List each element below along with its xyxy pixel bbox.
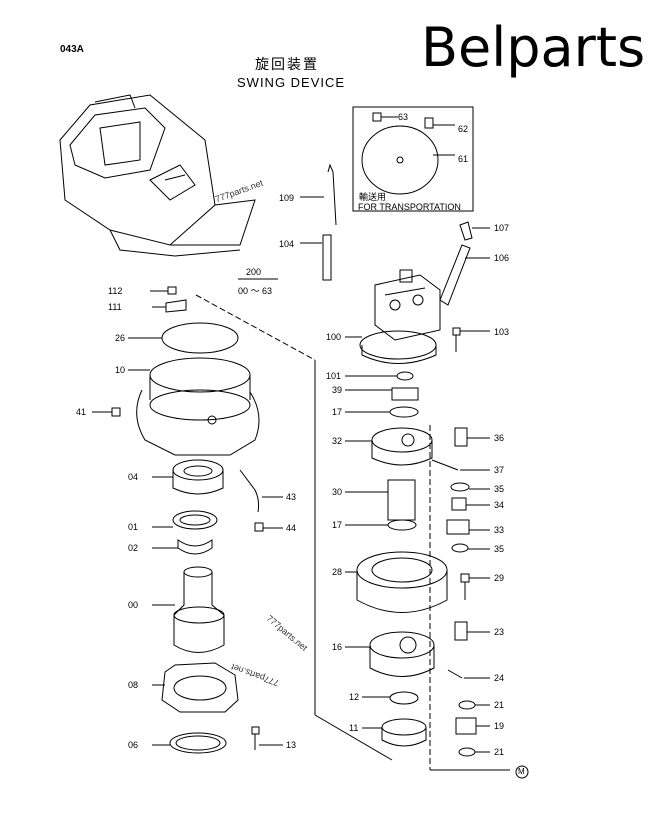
label-28: 28	[332, 567, 343, 577]
gear-33	[446, 519, 470, 535]
group-number: 200	[246, 267, 262, 277]
label-111: 111	[108, 302, 122, 312]
label-112: 112	[108, 286, 123, 296]
carrier-32	[371, 427, 433, 466]
brand-logo-text: Belparts	[421, 16, 646, 79]
seal-06	[169, 732, 227, 754]
label-00: 00	[128, 600, 139, 610]
label-21-b: 21	[494, 747, 505, 757]
label-24: 24	[494, 673, 505, 683]
label-104: 104	[279, 239, 295, 249]
label-109: 109	[279, 193, 295, 203]
motor-assembly	[359, 269, 441, 364]
housing-10	[136, 357, 260, 456]
label-04: 04	[128, 472, 139, 482]
label-26: 26	[115, 333, 126, 343]
label-12: 12	[349, 692, 360, 702]
gear-19	[455, 717, 477, 735]
label-44: 44	[286, 523, 297, 533]
label-35-a: 35	[494, 484, 505, 494]
label-36: 36	[494, 433, 505, 443]
label-63: 63	[398, 112, 409, 122]
label-23: 23	[494, 627, 505, 637]
title-japanese: 旋回装置	[255, 57, 319, 73]
label-02: 02	[128, 543, 139, 553]
bearing-04	[172, 459, 224, 481]
title-english: SWING DEVICE	[237, 75, 346, 90]
label-13: 13	[286, 740, 297, 750]
label-103: 103	[494, 327, 510, 337]
washer-17a	[389, 406, 419, 418]
page-id: 043A	[60, 44, 84, 55]
o-ring-26	[161, 322, 239, 354]
label-10: 10	[115, 365, 126, 375]
label-17-a: 17	[332, 407, 343, 417]
label-11: 11	[349, 723, 359, 733]
label-08: 08	[128, 680, 139, 690]
transport-box	[352, 106, 474, 212]
transport-plate	[361, 125, 439, 195]
pipe-43	[239, 469, 260, 513]
collar-02	[177, 539, 213, 555]
plug-107	[459, 221, 473, 241]
label-06: 06	[128, 740, 139, 750]
shaft-00	[173, 566, 225, 653]
excavator-illustration	[59, 94, 256, 257]
label-35-b: 35	[494, 544, 505, 554]
label-33: 33	[494, 525, 505, 535]
label-62: 62	[458, 124, 469, 134]
dipstick	[327, 163, 337, 226]
label-43: 43	[286, 492, 297, 502]
label-16: 16	[332, 642, 343, 652]
snap-ring-12	[389, 691, 419, 705]
transport-note-en: FOR TRANSPORTATION	[358, 202, 461, 212]
label-100: 100	[326, 332, 342, 342]
pin-36	[454, 427, 468, 447]
bearing-11	[381, 718, 427, 736]
label-30: 30	[332, 487, 343, 497]
gear-39	[391, 387, 419, 401]
label-32: 32	[332, 436, 343, 446]
ring-gear-28	[356, 551, 448, 613]
pipe-104	[322, 234, 332, 281]
seal-01	[172, 510, 218, 530]
label-37: 37	[494, 465, 505, 475]
label-106: 106	[494, 253, 510, 263]
label-21-a: 21	[494, 700, 505, 710]
label-17-b: 17	[332, 520, 343, 530]
group-range: 00 ～ 63	[238, 286, 273, 296]
label-61: 61	[458, 154, 469, 164]
label-29: 29	[494, 573, 505, 583]
label-01: 01	[128, 522, 139, 532]
mark-m: M	[518, 767, 525, 776]
label-39: 39	[332, 385, 343, 395]
plate-08	[161, 662, 239, 713]
gear-30	[387, 479, 416, 521]
label-107: 107	[494, 223, 510, 233]
shaft-106	[439, 244, 471, 306]
label-19: 19	[494, 721, 505, 731]
transport-note-jp: 輸送用	[359, 193, 387, 203]
carrier-16	[369, 631, 435, 677]
label-41: 41	[76, 407, 87, 417]
label-101: 101	[326, 371, 342, 381]
label-34: 34	[494, 500, 505, 510]
